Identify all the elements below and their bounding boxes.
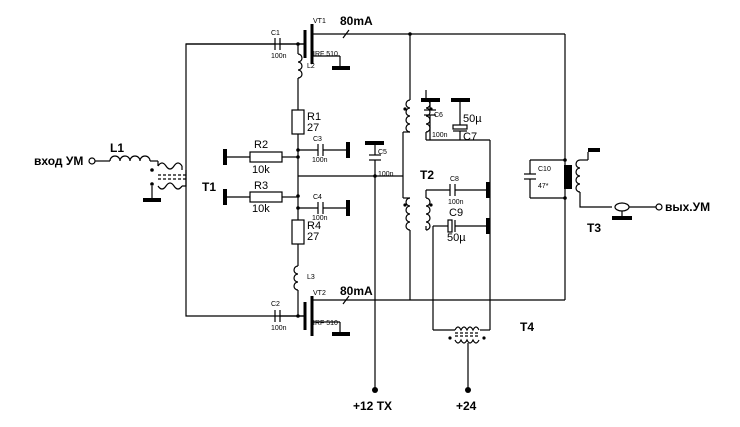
svg-text:C9: C9 [449,207,463,219]
inductor-L3: L3 [293,265,315,316]
svg-text:C7: C7 [463,131,477,143]
svg-text:T1: T1 [202,180,216,194]
svg-text:C8: C8 [450,176,459,183]
inductor-L2: L2 [297,44,315,79]
svg-text:100n: 100n [312,157,328,164]
svg-text:R3: R3 [254,180,268,192]
svg-text:VT2: VT2 [313,290,326,297]
current-bottom-label: 80mA [340,284,373,298]
svg-text:L2: L2 [307,63,315,70]
svg-text:C5: C5 [378,149,387,156]
input-terminal: вход УМ [34,154,96,168]
svg-text:50µ: 50µ [463,113,482,125]
svg-text:100n: 100n [432,132,448,139]
capacitor-C9: C9 50µ [425,207,490,244]
resistor-R4: R4 27 [291,219,321,245]
capacitor-C8: C8 100n [425,176,490,206]
capacitor-C3: C3 100n [298,136,350,164]
resistor-R1: R1 27 [291,109,321,135]
transistor-VT2: VT2 IRF 510 [303,290,350,336]
svg-text:VT1: VT1 [313,18,326,25]
svg-text:R4: R4 [307,220,321,232]
svg-text:T4: T4 [520,320,534,334]
output-label: вых.УМ [665,200,710,214]
inductor-L1: L1 [109,141,151,162]
svg-text:100n: 100n [312,215,328,222]
svg-text:C6: C6 [434,112,443,119]
svg-text:100n: 100n [378,171,394,178]
svg-text:27: 27 [307,231,319,243]
capacitor-C4: C4 100n [298,194,350,222]
svg-text:10k: 10k [252,203,270,215]
capacitor-C7: 50µ C7 [451,98,482,143]
transistor-VT1: VT1 IRF 510 [303,18,350,70]
resistor-R3: R3 10k [223,180,298,215]
svg-text:C4: C4 [313,194,322,201]
svg-text:100n: 100n [271,53,287,60]
svg-text:10k: 10k [252,164,270,176]
current-top-label: 80mA [340,14,373,28]
svg-text:50µ: 50µ [447,232,466,244]
input-label: вход УМ [34,154,83,168]
svg-text:R1: R1 [307,111,321,123]
svg-text:R2: R2 [254,139,268,151]
svg-text:47*: 47* [538,183,549,190]
capacitor-C6: C6 100n [421,98,448,140]
svg-text:IRF 510: IRF 510 [313,51,338,58]
svg-text:C3: C3 [313,136,322,143]
svg-text:100n: 100n [271,325,287,332]
svg-text:L1: L1 [110,141,124,155]
transformer-T1: T1 [150,161,216,194]
capacitor-C10: C10 47* [524,159,565,199]
svg-text:T2: T2 [420,168,434,182]
svg-text:C2: C2 [271,301,280,308]
svg-text:27: 27 [307,122,319,134]
resistor-R2: R2 10k [223,139,298,176]
svg-text:100n: 100n [448,199,464,206]
supply-24-label: +24 [456,399,477,413]
svg-text:L3: L3 [307,274,315,281]
svg-text:IRF 510: IRF 510 [313,320,338,327]
capacitor-C5: C5 100n [365,141,394,178]
supply-12-label: +12 TX [353,399,392,413]
svg-text:C1: C1 [271,30,280,37]
capacitor-C1: C1 100n [271,30,287,60]
svg-text:C10: C10 [538,166,551,173]
transformer-T4: T4 [448,320,534,344]
transformer-T3: T3 [564,148,601,235]
svg-text:T3: T3 [587,221,601,235]
output-terminal: вых.УМ [655,200,710,214]
